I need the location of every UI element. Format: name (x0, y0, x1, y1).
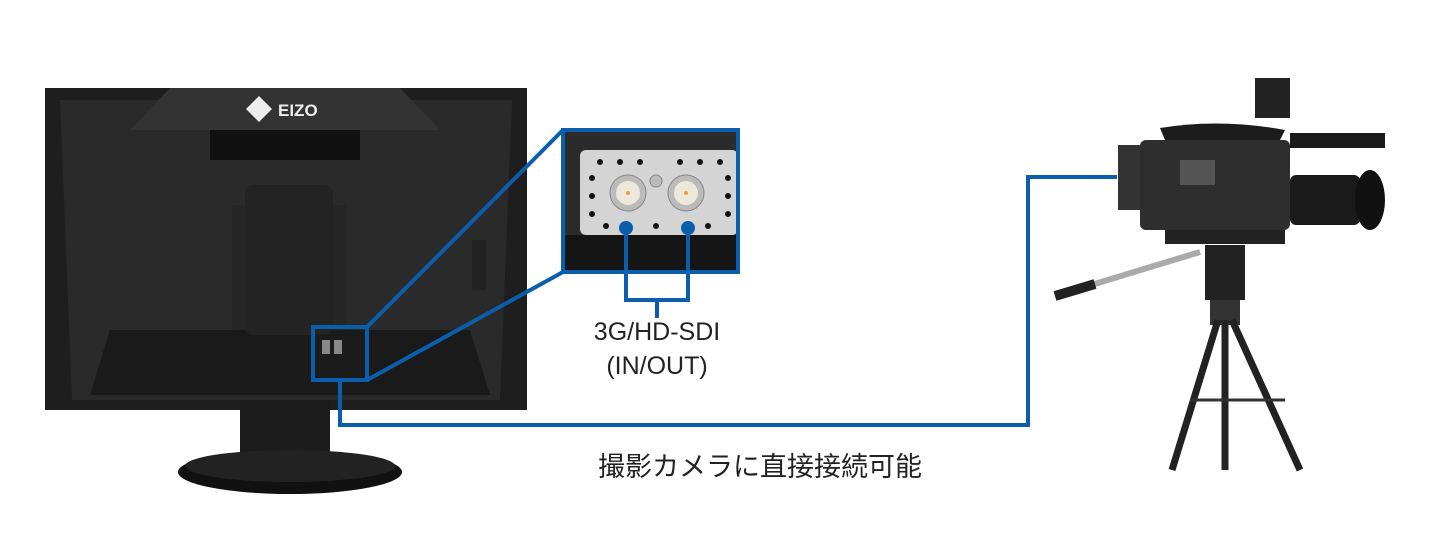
connector-label-type: 3G/HD-SDI (593, 318, 721, 346)
port-marker-in (619, 221, 633, 235)
connector-inset (563, 130, 738, 272)
caption: 撮影カメラに直接接続可能 (598, 452, 922, 483)
eizo-logo: EIZO (246, 96, 318, 122)
video-camera (1118, 78, 1385, 230)
connector-label-direction: (IN/OUT) (606, 352, 708, 380)
port-marker-out (681, 221, 695, 235)
monitor-stand (178, 185, 402, 494)
bnc-connector-out (667, 174, 705, 212)
tripod (1053, 230, 1304, 472)
bnc-connector-in (609, 174, 647, 212)
svg-text:EIZO: EIZO (278, 101, 318, 120)
sdi-cable (338, 175, 1117, 427)
monitor-ports (322, 340, 342, 354)
